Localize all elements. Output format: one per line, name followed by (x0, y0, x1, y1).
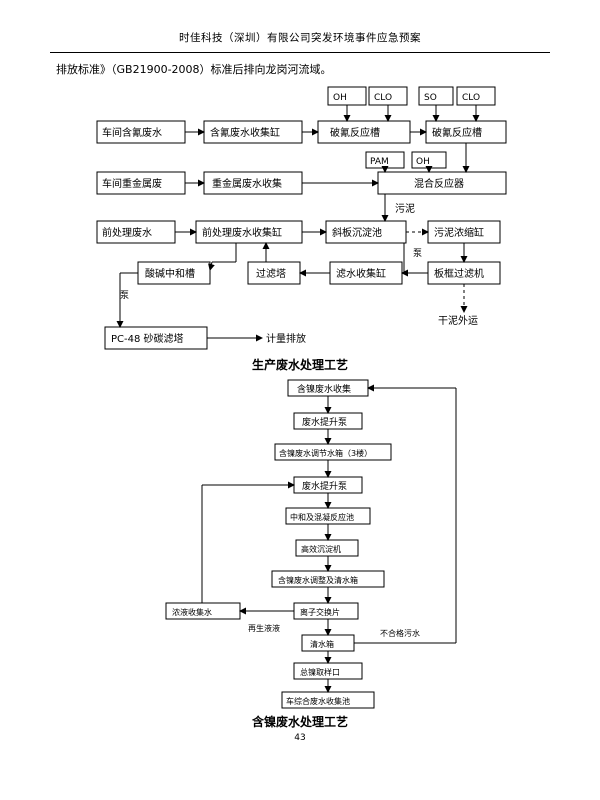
inclined-plate-settler-label: 斜板沉淀池 (332, 226, 382, 239)
cyanide-reactor-1-label: 破氰反应槽 (330, 126, 380, 139)
intro-text: 排放标准》（GB21900-2008）标准后排向龙岗河流域。 (56, 63, 332, 76)
nickel-sampling-port-label: 总镍取样口 (300, 667, 340, 677)
neutralization-coagulation-label: 中和及混凝反应池 (290, 512, 354, 522)
diagram-caption-1: 生产废水处理工艺 (252, 358, 349, 372)
filter-tower-label: 过滤塔 (256, 267, 286, 280)
unqualified-wastewater-label: 不合格污水 (380, 628, 420, 638)
oh-label-1: OH (333, 93, 347, 103)
regenerant-label: 再生液液 (248, 623, 280, 633)
ion-exchange-label: 离子交换片 (300, 607, 340, 617)
pretreatment-collection-tank-label: 前处理废水收集缸 (202, 226, 282, 239)
pump-label-2: 泵 (120, 290, 129, 301)
dry-sludge-label: 干泥外运 (438, 314, 478, 327)
cyanide-collection-tank-label: 含氰废水收集缸 (210, 126, 280, 139)
nickel-process-flow: 含镍废水收集 废水提升泵 含镍废水调节水箱（3楼） 废水提升泵 中和及混凝反应池… (165, 379, 457, 709)
high-efficiency-settler-label: 高效沉淀机 (301, 544, 341, 554)
page-number: 43 (294, 733, 306, 743)
concentrate-collection-label: 浓液收集水 (172, 607, 212, 617)
lift-pump-2-label: 废水提升泵 (302, 480, 347, 492)
metered-discharge-label: 计量排放 (266, 332, 306, 345)
mixing-reactor-label: 混合反应器 (414, 177, 464, 190)
nickel-adjust-tank-label: 含镍废水调节水箱（3楼） (279, 448, 372, 458)
pam-label: PAM (370, 157, 389, 167)
filter-press-label: 板框过滤机 (434, 267, 484, 280)
lift-pump-1-label: 废水提升泵 (302, 416, 347, 428)
sludge-thickener-label: 污泥浓缩缸 (434, 226, 484, 239)
filtrate-collection-label: 滤水收集缸 (336, 267, 386, 280)
pump-label-1: 泵 (413, 248, 422, 259)
acid-base-neutralization-label: 酸碱中和槽 (145, 267, 195, 280)
sludge-label: 污泥 (395, 202, 415, 215)
wastewater-process-flow: OH CLO SO CLO 车间含氰废水 含氰废水收集缸 破氰反应槽 破氰反应槽… (96, 86, 507, 350)
oh-label-2: OH (416, 157, 430, 167)
cyanide-wastewater-label: 车间含氰废水 (102, 126, 162, 139)
page-header: 时佳科技（深圳）有限公司突发环境事件应急预案 (50, 30, 550, 53)
nickel-adjust-tank-box (274, 443, 392, 461)
heavy-metal-wastewater-label: 车间重金属废 (102, 177, 162, 190)
combined-wastewater-pool-label: 车综合废水收集池 (286, 696, 350, 706)
pretreatment-wastewater-label: 前处理废水 (102, 226, 152, 239)
nickel-collection-label: 含镍废水收集 (297, 383, 351, 395)
nickel-adjust-clear-tank-label: 含镍废水调整及清水箱 (278, 575, 358, 585)
diagram-caption-2: 含镍废水处理工艺 (252, 715, 349, 729)
so-label: SO (424, 93, 437, 103)
sand-carbon-filter-label: PC-48 砂碳滤塔 (111, 332, 184, 345)
clo-label-1: CLO (374, 93, 392, 103)
clear-water-tank-label: 清水箱 (310, 639, 334, 649)
cyanide-reactor-2-label: 破氰反应槽 (432, 126, 482, 139)
clo-label-2: CLO (462, 93, 480, 103)
heavy-metal-collection-label: 重金属废水收集 (212, 177, 282, 190)
